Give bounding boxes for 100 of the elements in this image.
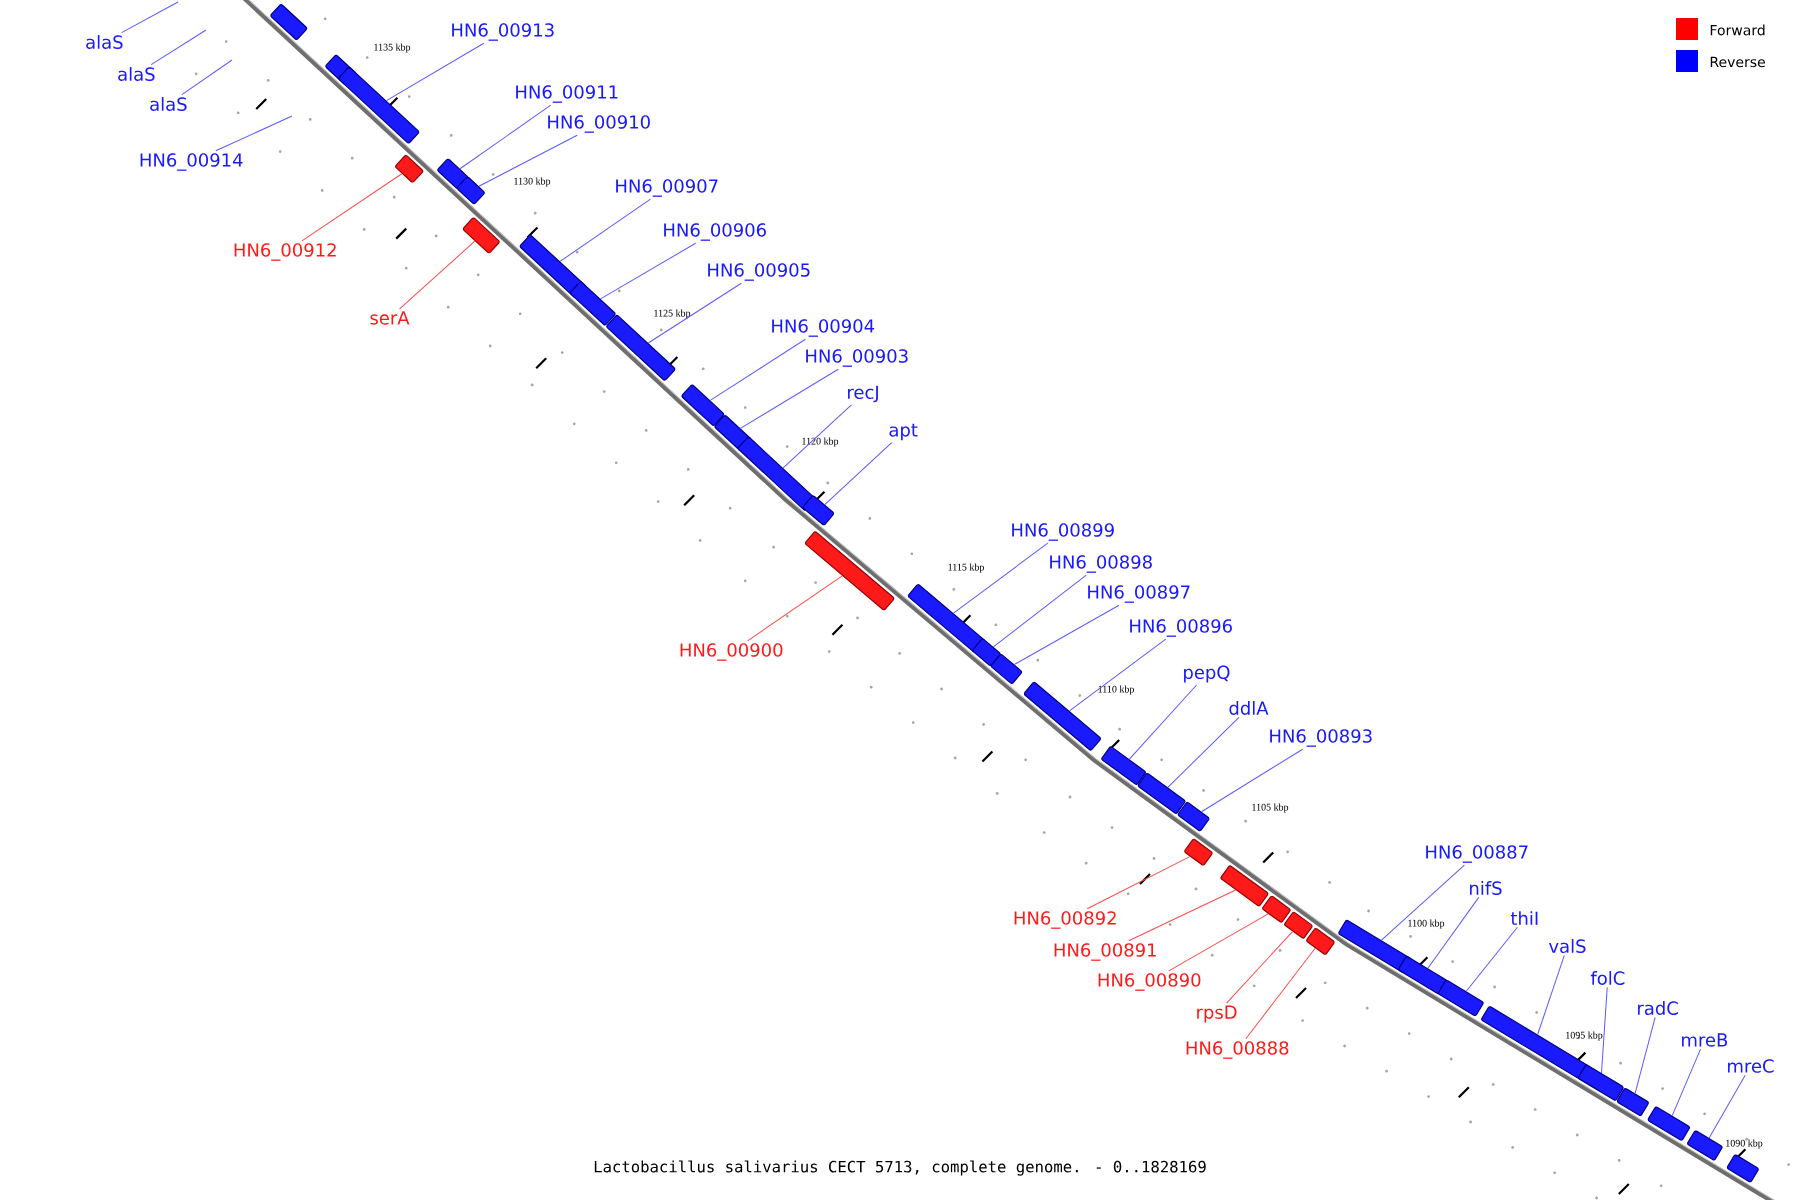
gene-bar bbox=[462, 217, 500, 254]
gene-label: valS bbox=[1548, 939, 1586, 953]
leader-line bbox=[301, 173, 403, 242]
gene-bar bbox=[1338, 919, 1412, 973]
gene-bar bbox=[606, 315, 676, 381]
leader-line bbox=[1013, 604, 1120, 665]
gene-label: HN6_00893 bbox=[1270, 729, 1372, 747]
leader-line bbox=[1128, 889, 1237, 942]
gene-label: HN6_00912 bbox=[234, 243, 336, 261]
gene-label: thiI bbox=[1510, 911, 1538, 925]
gene-label: HN6_00887 bbox=[1426, 845, 1528, 863]
leader-line bbox=[1381, 864, 1465, 941]
gene-label: mreC bbox=[1728, 1059, 1774, 1073]
leader-line bbox=[1600, 986, 1608, 1074]
gene-bar bbox=[519, 234, 586, 298]
gene-label: HN6_00900 bbox=[680, 643, 783, 661]
leader-line bbox=[1708, 1074, 1746, 1139]
gene-bar bbox=[1398, 956, 1448, 995]
leader-line bbox=[1671, 1048, 1702, 1117]
gene-bar bbox=[395, 155, 424, 183]
gene-label: HN6_00896 bbox=[1130, 619, 1232, 637]
gene-label: rpsD bbox=[1197, 1005, 1237, 1023]
leader-line bbox=[181, 59, 233, 96]
leader-line bbox=[478, 134, 578, 187]
gene-label: HN6_00906 bbox=[664, 223, 766, 241]
leader-line bbox=[399, 240, 476, 310]
gene-label: HN6_00898 bbox=[1050, 555, 1152, 573]
gene-bar bbox=[1616, 1088, 1649, 1116]
leader-line bbox=[1634, 1016, 1656, 1094]
gene-label: HN6_00904 bbox=[772, 319, 875, 337]
leader-line bbox=[1069, 638, 1167, 712]
leader-line bbox=[1427, 896, 1480, 969]
leader-line bbox=[1167, 716, 1240, 788]
gene-label: HN6_00890 bbox=[1098, 973, 1201, 991]
gene-bar bbox=[1306, 928, 1335, 955]
gene-bar bbox=[1578, 1064, 1624, 1101]
gene-bar bbox=[1262, 895, 1291, 923]
leader-line bbox=[1537, 954, 1565, 1035]
gene-label: HN6_00914 bbox=[140, 153, 243, 171]
gene-bar bbox=[570, 281, 616, 326]
gene-bar bbox=[338, 66, 420, 144]
leader-line bbox=[992, 574, 1087, 648]
gene-label: folC bbox=[1590, 971, 1625, 985]
gene-label: HN6_00899 bbox=[1012, 523, 1114, 541]
leader-line bbox=[1245, 947, 1316, 1040]
leader-line bbox=[386, 42, 485, 102]
leader-line bbox=[1168, 913, 1269, 972]
gene-label: alaS bbox=[150, 97, 187, 111]
gene-bar bbox=[1481, 1006, 1589, 1080]
leader-line bbox=[782, 404, 852, 469]
gene-label: HN6_00913 bbox=[452, 23, 554, 41]
gene-bar bbox=[804, 531, 895, 611]
gene-bar bbox=[802, 495, 835, 526]
gene-label: HN6_00903 bbox=[806, 349, 908, 367]
gene-label: mreB bbox=[1682, 1033, 1728, 1047]
leader-line bbox=[739, 368, 839, 429]
gene-label: HN6_00892 bbox=[1014, 911, 1116, 929]
gene-label: HN6_00891 bbox=[1054, 943, 1156, 961]
gene-label: radC bbox=[1638, 1001, 1678, 1015]
leader-line bbox=[150, 29, 207, 66]
gene-label: HN6_00910 bbox=[548, 115, 650, 133]
gene-label: nifS bbox=[1470, 881, 1502, 895]
gene-bar bbox=[1647, 1106, 1690, 1141]
gene-label: alaS bbox=[118, 67, 155, 81]
gene-bar bbox=[1687, 1130, 1723, 1161]
gene-bar bbox=[1137, 773, 1186, 814]
leader-line bbox=[1201, 748, 1304, 813]
gene-label: HN6_00907 bbox=[616, 179, 718, 197]
gene-label: recJ bbox=[848, 385, 878, 403]
gene-bar bbox=[1177, 802, 1210, 832]
gene-bar bbox=[972, 638, 1001, 666]
gene-label: HN6_00888 bbox=[1186, 1041, 1289, 1059]
gene-bar bbox=[456, 176, 485, 205]
gene-bar bbox=[437, 158, 469, 189]
leader-line bbox=[647, 282, 742, 344]
gene-bar bbox=[1184, 838, 1213, 866]
leader-line bbox=[953, 542, 1049, 614]
gene-bar bbox=[1220, 865, 1269, 907]
gene-label: HN6_00897 bbox=[1088, 585, 1190, 603]
gene-bar bbox=[990, 654, 1023, 684]
leader-line bbox=[747, 575, 843, 642]
gene-label: alaS bbox=[86, 35, 123, 49]
gene-bar bbox=[1438, 979, 1484, 1017]
gene-bar bbox=[907, 584, 985, 653]
leader-line bbox=[459, 104, 552, 170]
gene-bar bbox=[1023, 681, 1101, 751]
gene-label: HN6_00905 bbox=[708, 263, 810, 281]
leader-line bbox=[215, 115, 293, 152]
leader-line bbox=[559, 198, 651, 262]
leader-line bbox=[1226, 931, 1294, 1004]
gene-label: apt bbox=[889, 423, 918, 441]
leader-line bbox=[1465, 926, 1518, 992]
leader-line bbox=[1128, 684, 1198, 760]
gene-bar bbox=[270, 4, 308, 40]
gene-label: ddlA bbox=[1229, 701, 1269, 715]
gene-label: HN6_00911 bbox=[516, 85, 618, 103]
gene-bar bbox=[1101, 746, 1146, 785]
leader-line bbox=[824, 442, 893, 505]
leader-line bbox=[709, 338, 806, 401]
gene-label: pepQ bbox=[1184, 665, 1230, 683]
